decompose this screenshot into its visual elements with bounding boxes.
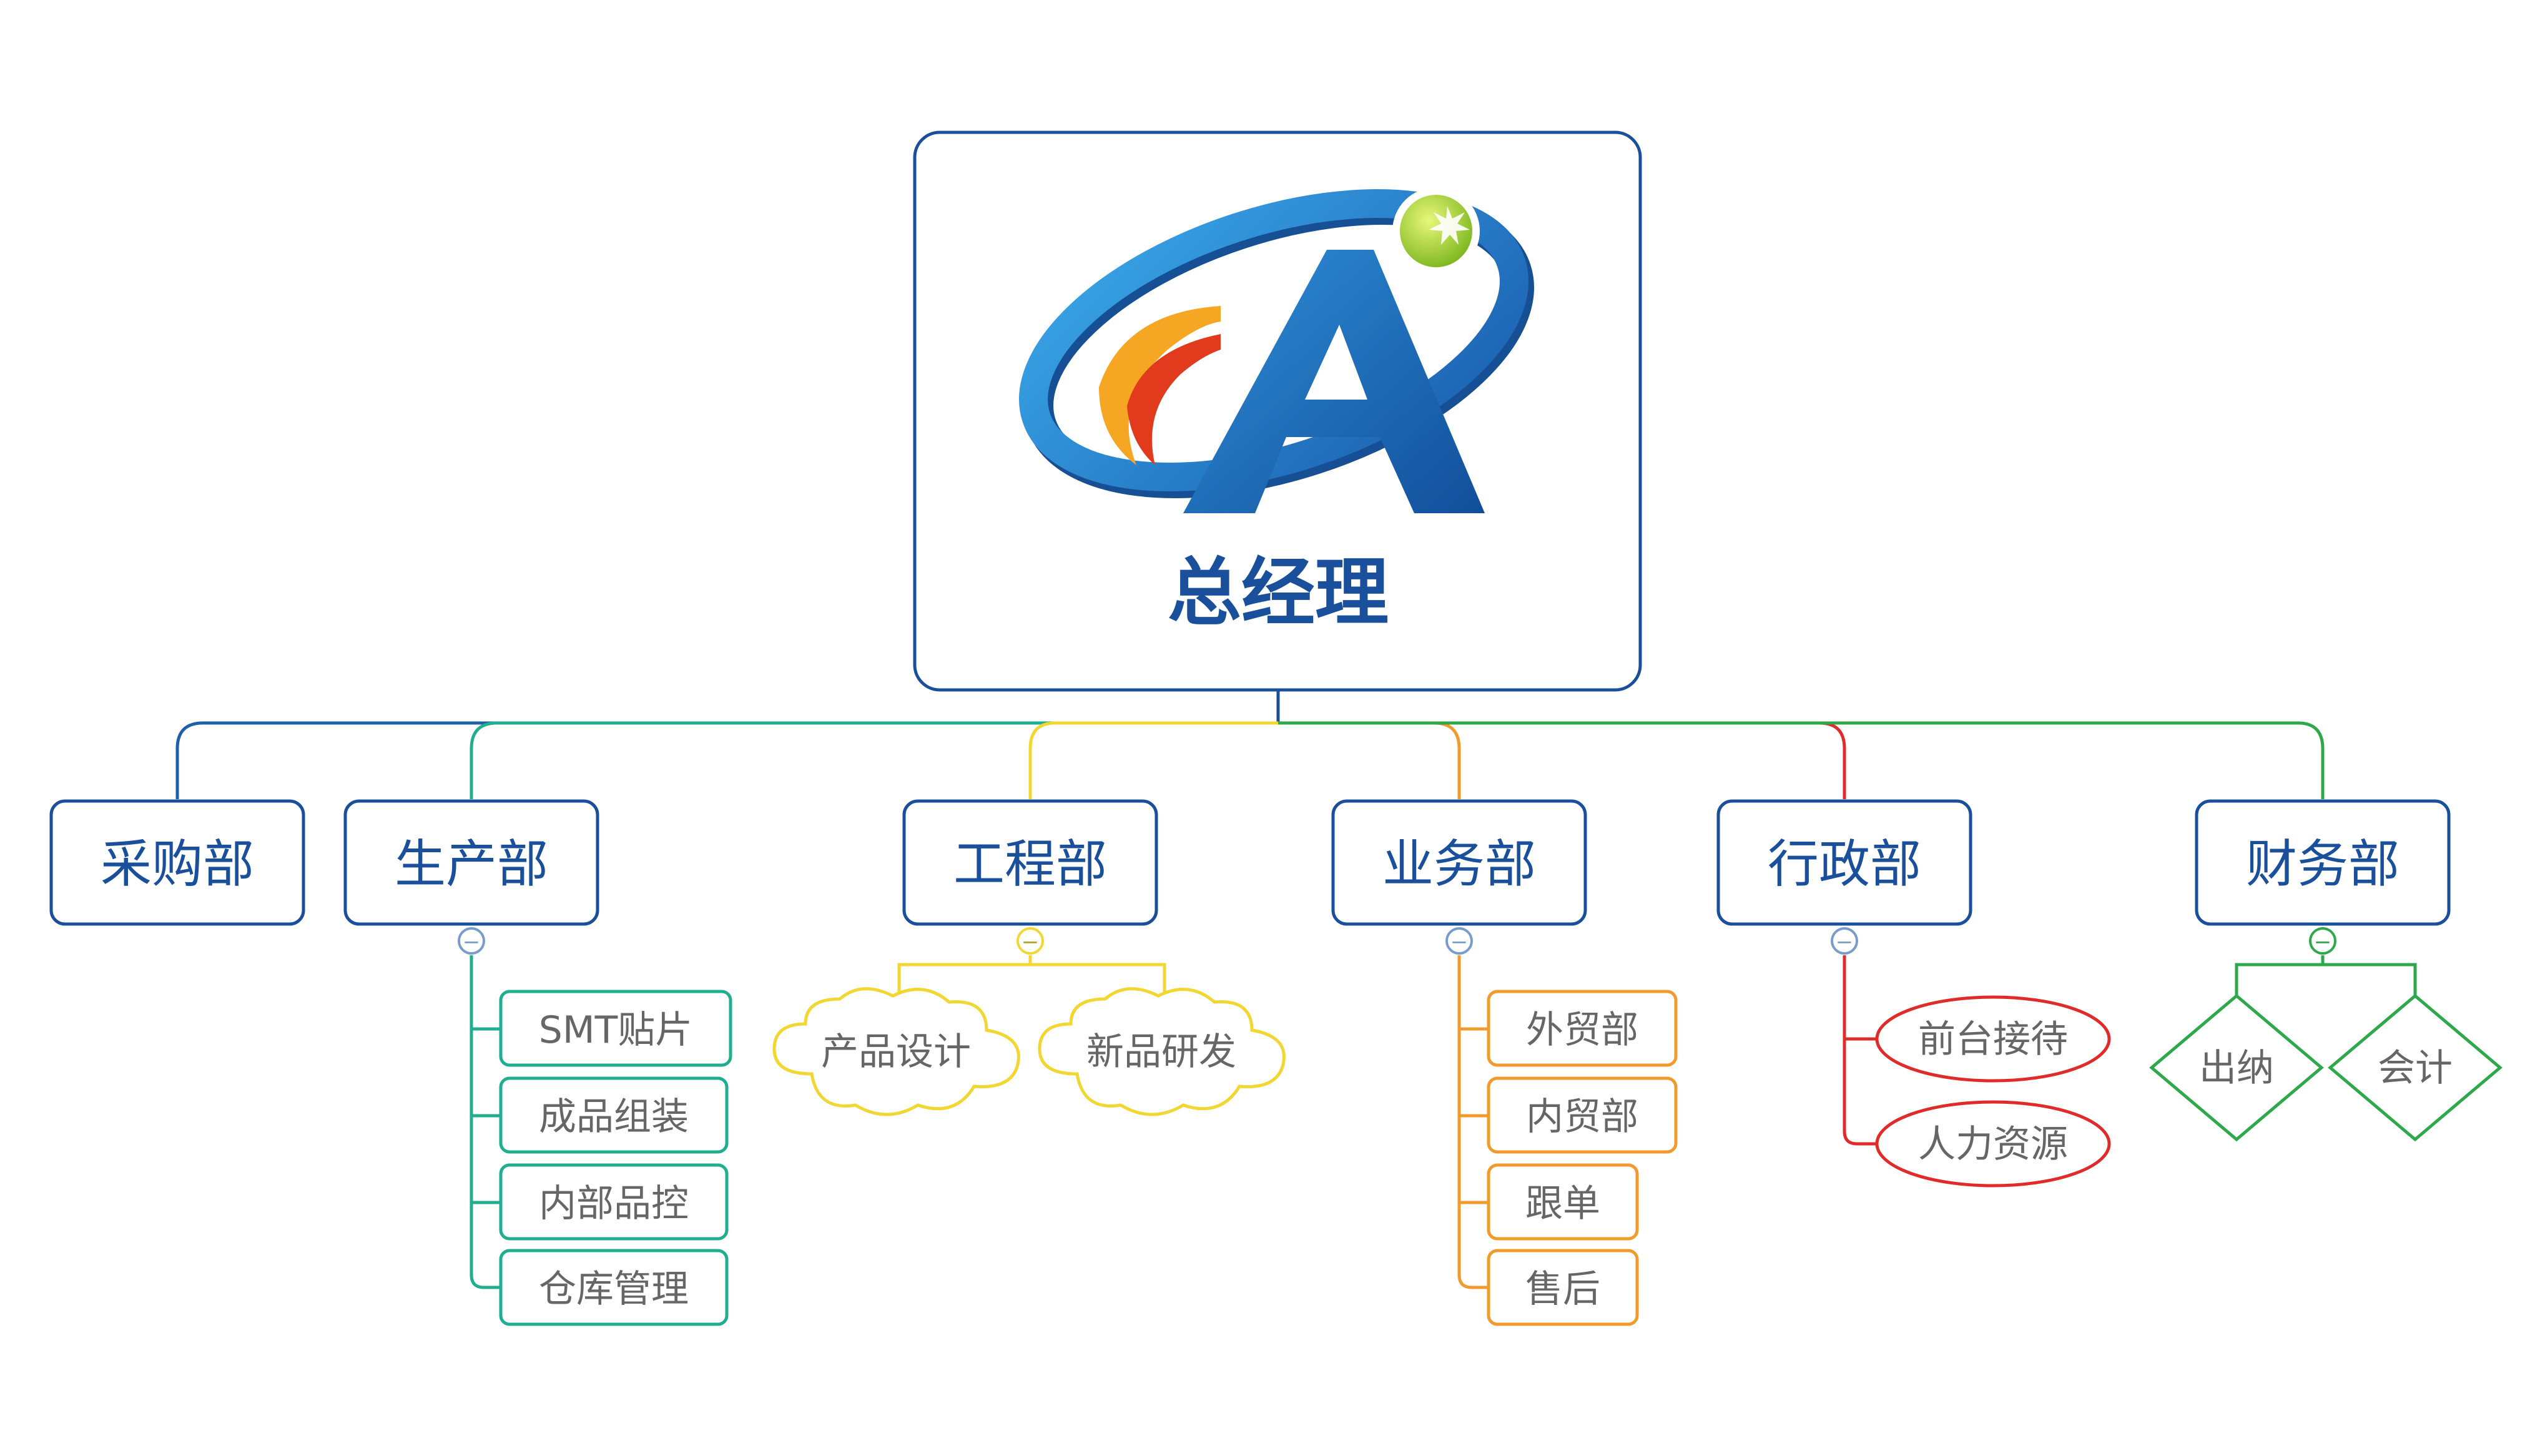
connector-engineering (1028, 721, 1278, 799)
leaf-label: 售后 (1525, 1267, 1600, 1311)
dept-node-admin[interactable]: 行政部 (1716, 799, 1972, 926)
connector-admin (1278, 721, 1846, 799)
dept-node-finance[interactable]: 财务部 (2195, 799, 2451, 926)
leaf-node-business[interactable]: 跟单 (1487, 1163, 1639, 1241)
dept-node-production[interactable]: 生产部 (343, 799, 599, 926)
connector-finance (1278, 721, 2325, 799)
leaf-label: 外贸部 (1526, 1008, 1638, 1052)
connector-business (1278, 721, 1461, 799)
connector-procurement (175, 721, 1278, 799)
collapse-toggle-engineering[interactable]: − (1016, 927, 1044, 955)
ceo-node[interactable]: 总经理 (913, 130, 1642, 692)
dept-label-finance: 财务部 (2246, 835, 2400, 894)
collapse-icon: − (1021, 930, 1040, 955)
leaf-label: 新品研发 (1086, 1030, 1236, 1074)
leaf-label: 出纳 (2199, 1046, 2274, 1090)
leaf-diamond-finance[interactable]: 会计 (2328, 993, 2503, 1142)
leaf-node-production[interactable]: 内部品控 (499, 1163, 729, 1241)
collapse-icon: − (1450, 930, 1469, 955)
connector-finance-children (2235, 955, 2417, 996)
leaf-ellipse-admin[interactable]: 前台接待 (1875, 995, 2111, 1083)
leaf-node-production[interactable]: SMT贴片 (499, 990, 732, 1067)
collapse-toggle-finance[interactable]: − (2309, 927, 2336, 955)
collapse-icon: − (2314, 930, 2332, 955)
dept-label-business: 业务部 (1382, 835, 1536, 894)
connector-production-children (470, 955, 500, 1289)
dept-label-admin: 行政部 (1768, 835, 1921, 894)
connector-production (470, 721, 1278, 799)
leaf-diamond-finance[interactable]: 出纳 (2149, 993, 2324, 1142)
dept-label-procurement: 采购部 (101, 835, 254, 894)
leaf-label: 内贸部 (1526, 1095, 1638, 1139)
dept-node-procurement[interactable]: 采购部 (49, 799, 305, 926)
connector-admin-children (1843, 955, 1877, 1146)
dept-label-production: 生产部 (395, 835, 548, 894)
leaf-node-business[interactable]: 售后 (1487, 1249, 1639, 1326)
dept-node-business[interactable]: 业务部 (1331, 799, 1587, 926)
collapse-toggle-business[interactable]: − (1445, 927, 1473, 955)
leaf-cloud-engineering[interactable]: 产品设计 (772, 987, 1020, 1116)
collapse-icon: − (463, 930, 481, 955)
dept-node-engineering[interactable]: 工程部 (902, 799, 1158, 926)
connectors (175, 690, 2417, 1289)
leaf-label: 人力资源 (1918, 1123, 2068, 1166)
leaf-label: 前台接待 (1918, 1018, 2068, 1061)
leaf-label: 仓库管理 (539, 1267, 689, 1311)
leaf-node-production[interactable]: 成品组装 (499, 1076, 729, 1154)
leaf-node-business[interactable]: 外贸部 (1487, 990, 1678, 1067)
leaf-label: SMT贴片 (539, 1008, 693, 1052)
connector-business-children (1457, 955, 1487, 1289)
ceo-title: 总经理 (1168, 549, 1389, 636)
collapse-icon: − (1836, 930, 1854, 955)
collapse-toggle-production[interactable]: − (458, 927, 485, 955)
collapse-toggle-admin[interactable]: − (1831, 927, 1858, 955)
leaf-ellipse-admin[interactable]: 人力资源 (1875, 1100, 2111, 1188)
leaf-cloud-engineering[interactable]: 新品研发 (1038, 987, 1286, 1116)
leaf-label: 产品设计 (821, 1030, 971, 1074)
leaf-label: 成品组装 (539, 1095, 689, 1139)
company-logo-icon (1019, 187, 1534, 513)
dept-label-engineering: 工程部 (953, 835, 1107, 894)
leaf-label: 内部品控 (539, 1182, 689, 1226)
leaf-node-production[interactable]: 仓库管理 (499, 1249, 729, 1326)
leaf-label: 会计 (2378, 1046, 2453, 1090)
leaf-label: 跟单 (1525, 1182, 1600, 1226)
leaf-node-business[interactable]: 内贸部 (1487, 1076, 1678, 1154)
connector-engineering-children (897, 955, 1166, 1002)
